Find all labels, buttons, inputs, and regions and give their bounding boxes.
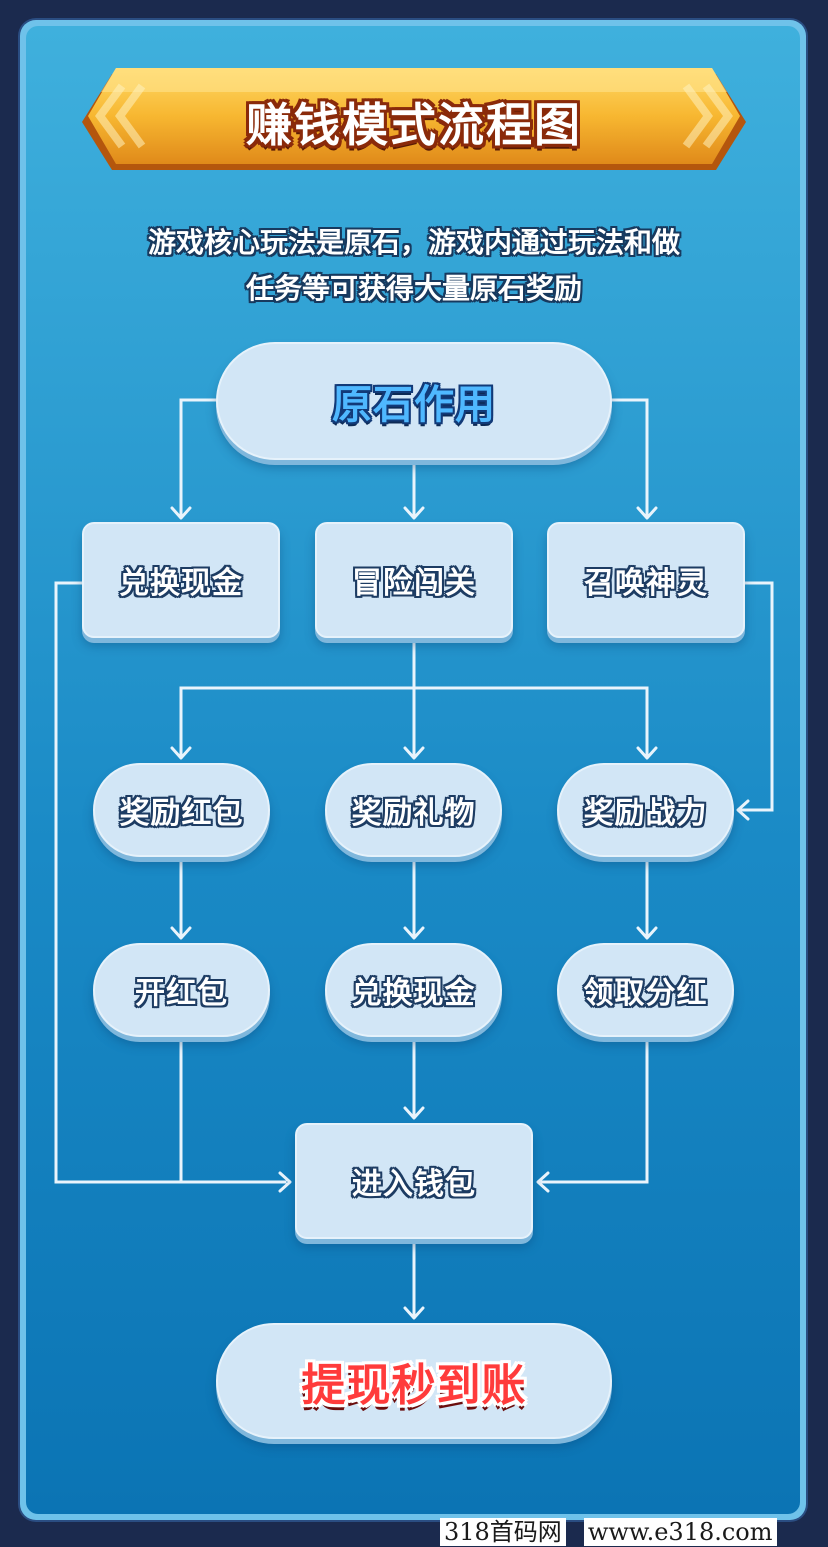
node-open-redpacket: 开红包: [93, 943, 270, 1037]
arrow-head: [170, 506, 192, 520]
intro-line-1: 游戏核心玩法是原石，游戏内通过玩法和做: [147, 226, 680, 259]
intro-text: 游戏核心玩法是原石，游戏内通过玩法和做 任务等可获得大量原石奖励: [60, 220, 768, 312]
arrow-head: [403, 1106, 425, 1120]
banner-ribbon-shape: [82, 68, 746, 170]
arrow-head: [636, 926, 658, 940]
node-enter-wallet: 进入钱包: [295, 1123, 533, 1239]
node-instant-withdraw: 提现秒到账: [216, 1323, 612, 1439]
node-exchange-cash: 兑换现金: [82, 522, 280, 638]
arrow-head: [636, 746, 658, 760]
page-title: 赚钱模式流程图: [246, 98, 582, 152]
arrow-head: [403, 1306, 425, 1320]
connector-root-left: [179, 398, 218, 517]
node-reward-gift: 奖励礼物: [325, 763, 502, 857]
node-exchange-cash-2: 兑换现金: [325, 943, 502, 1037]
intro-line-2: 任务等可获得大量原石奖励: [245, 272, 582, 305]
title-banner: 赚钱模式流程图: [82, 66, 746, 178]
node-claim-dividend: 领取分红: [557, 943, 734, 1037]
connector-dividend-to-wallet: [540, 1038, 649, 1184]
arrow-head: [403, 506, 425, 520]
arrow-head: [170, 746, 192, 760]
node-reward-power: 奖励战力: [557, 763, 734, 857]
connector-root-right: [610, 398, 649, 517]
connector-level2-branch: [179, 686, 649, 757]
node-root: 原石作用: [216, 342, 612, 460]
arrow-head: [403, 926, 425, 940]
arrow-head: [278, 1171, 292, 1193]
watermark-url: www.e318.com: [583, 1518, 777, 1546]
connector-cash-to-wallet: [54, 581, 287, 1184]
arrow-head: [536, 1171, 550, 1193]
arrow-head: [403, 746, 425, 760]
node-adventure: 冒险闯关: [315, 522, 513, 638]
connector-summon-to-power: [738, 581, 774, 812]
arrow-head: [170, 926, 192, 940]
arrow-head: [636, 506, 658, 520]
watermark: 318首码网 www.e318.com: [440, 1512, 828, 1546]
node-summon-spirit: 召唤神灵: [547, 522, 745, 638]
node-reward-redpacket: 奖励红包: [93, 763, 270, 857]
arrow-head: [736, 799, 750, 821]
watermark-site-name: 318首码网: [440, 1518, 566, 1546]
